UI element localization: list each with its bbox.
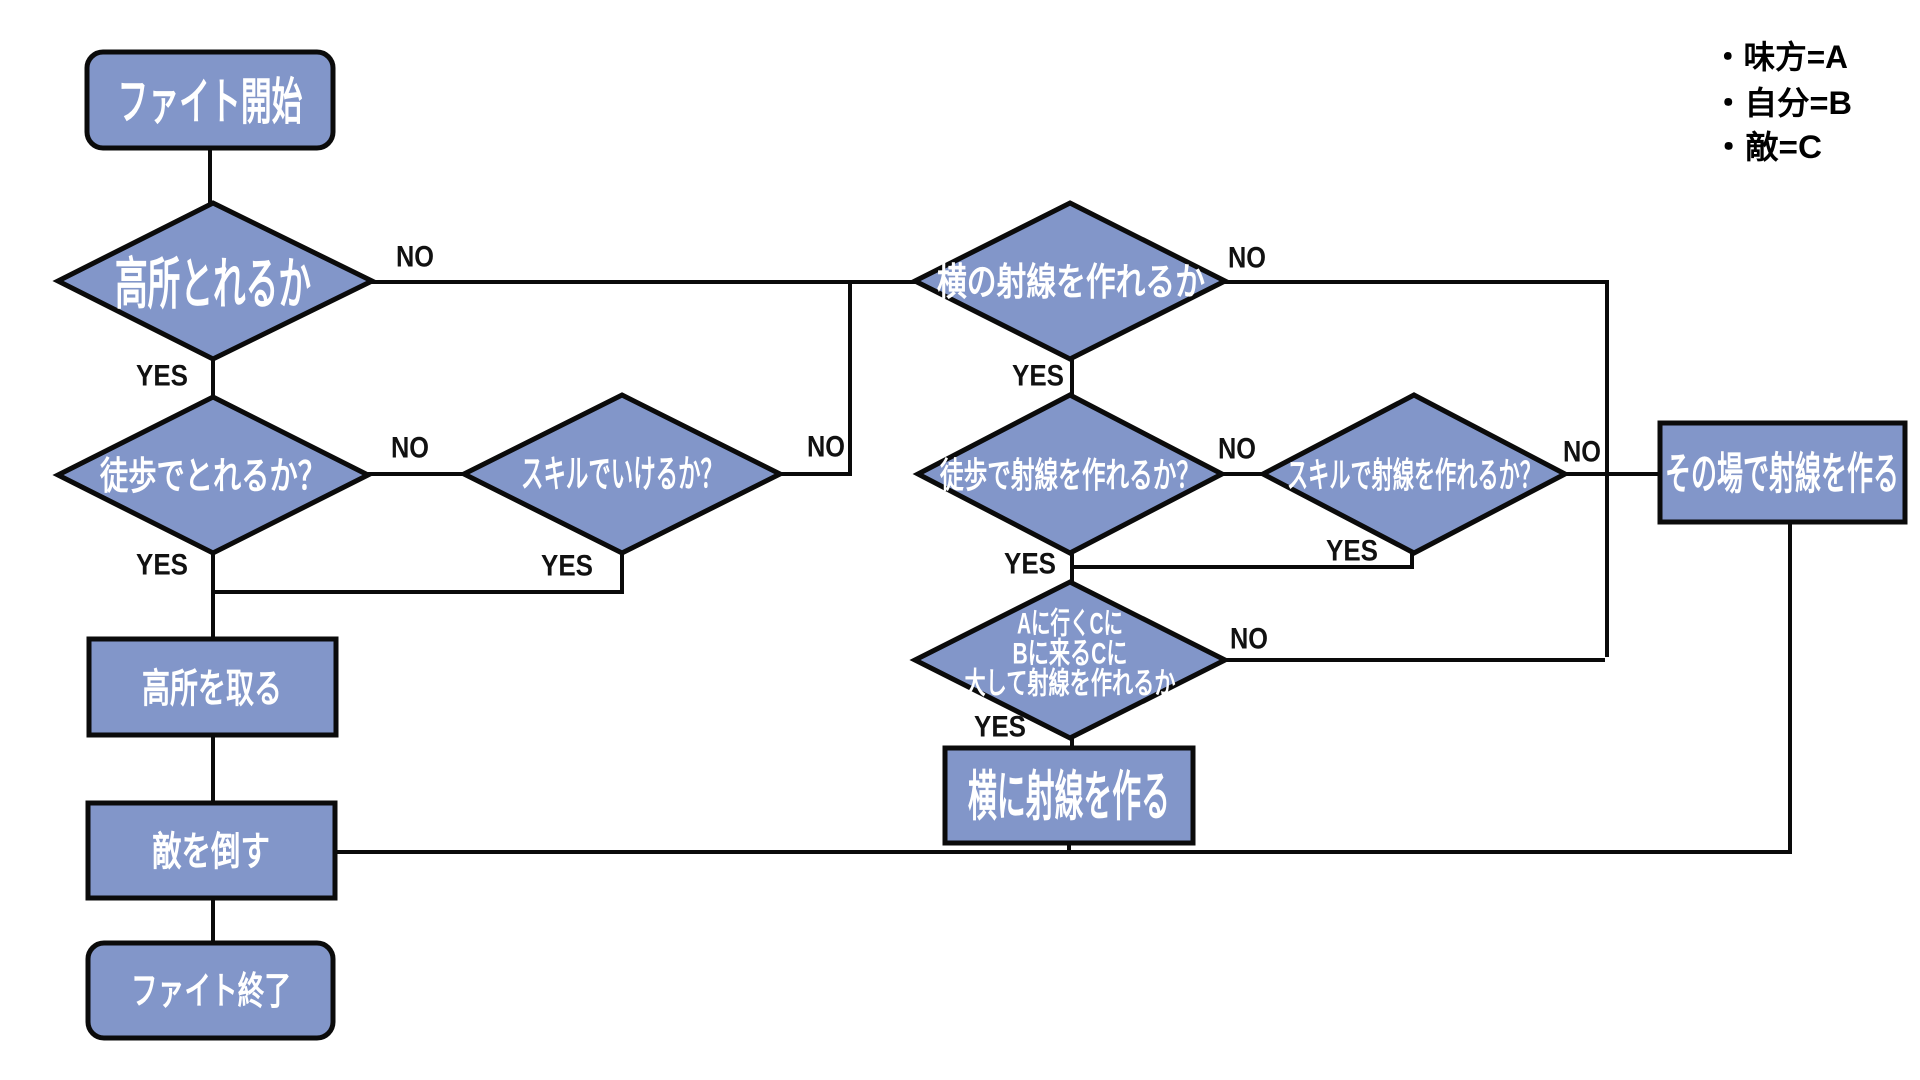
- q-highground-label: 高所とれるか: [115, 253, 311, 316]
- defeat-enemy-label: 敵を倒す: [152, 830, 270, 874]
- node-end: ファイト終了: [85, 940, 336, 1041]
- edge-label-no-side-onfoot: NO: [1218, 433, 1256, 466]
- edge-labels: NO YES NO NO YES YES YES NO NO YES NO YE…: [136, 241, 1601, 744]
- connectors: [208, 148, 1792, 944]
- node-q-side-lof-onfoot: 徒歩で射線を作れるか？: [912, 392, 1228, 556]
- make-side-lof-box: [942, 745, 1196, 846]
- edge-label-yes-highground: YES: [136, 360, 188, 393]
- q-cross-lof-label-line2: Bに来るCに: [1013, 638, 1128, 671]
- edge-label-yes-skill: YES: [541, 550, 593, 583]
- edge-label-no-onfoot: NO: [391, 432, 429, 465]
- q-side-lof-skill-diamond: [1257, 392, 1571, 556]
- q-highground-onfoot-diamond: [52, 394, 374, 556]
- q-side-lof-skill-label: スキルで射線を作れるか？: [1287, 457, 1541, 496]
- edge-label-no-skill: NO: [807, 431, 845, 464]
- node-q-side-lof: 横の射線を作れるか: [909, 200, 1231, 362]
- node-make-side-lof: 横に射線を作る: [942, 745, 1196, 846]
- connector-skill-no-up: [779, 284, 852, 476]
- legend-item-enemy: ・敵=C: [1712, 129, 1822, 165]
- edge-label-yes-side-skill: YES: [1326, 535, 1378, 568]
- legend-item-self: ・自分=B: [1712, 85, 1852, 121]
- q-cross-lof-diamond: [909, 579, 1231, 741]
- q-highground-diamond: [52, 200, 378, 362]
- start-terminator-shape: [84, 49, 336, 151]
- q-side-lof-diamond: [909, 200, 1231, 362]
- edge-label-no-side-skill: NO: [1563, 436, 1601, 469]
- make-lof-onspot-label: その場で射線を作る: [1665, 450, 1899, 499]
- q-highground-onfoot-label: 徒歩でとれるか？: [99, 456, 326, 498]
- node-make-lof-onspot: その場で射線を作る: [1657, 420, 1908, 525]
- q-side-lof-onfoot-diamond: [912, 392, 1228, 556]
- node-q-highground-onfoot: 徒歩でとれるか？: [52, 394, 374, 556]
- start-label: ファイト開始: [118, 74, 303, 130]
- make-lof-onspot-box: [1657, 420, 1908, 525]
- node-q-side-lof-skill: スキルで射線を作れるか？: [1257, 392, 1571, 556]
- q-side-lof-onfoot-label: 徒歩で射線を作れるか？: [939, 457, 1200, 496]
- node-q-highground: 高所とれるか: [52, 200, 378, 362]
- end-label: ファイト終了: [131, 971, 291, 1013]
- make-side-lof-label: 横に射線を作る: [968, 767, 1170, 827]
- connector-sidelof-no-right-down: [1224, 280, 1609, 657]
- connector-sideskill-yes-return: [1074, 552, 1414, 569]
- edge-label-yes-side-onfoot: YES: [1004, 548, 1056, 581]
- edge-label-no-highground: NO: [396, 241, 434, 274]
- q-highground-skill-diamond: [458, 392, 786, 556]
- node-start: ファイト開始: [84, 49, 336, 151]
- nodes: ファイト開始 高所とれるか 徒歩でとれるか？ スキルでいけるか？ 高所を取る 敵…: [52, 49, 1908, 1041]
- legend-item-ally: ・味方=A: [1712, 39, 1848, 75]
- edge-label-no-side-lof: NO: [1228, 242, 1266, 275]
- legend: ・味方=A ・自分=B ・敵=C: [1712, 39, 1852, 165]
- q-side-lof-label: 横の射線を作れるか: [937, 262, 1205, 304]
- q-cross-lof-label-line1: Aに行くCに: [1017, 608, 1123, 641]
- node-take-highground: 高所を取る: [86, 636, 339, 738]
- defeat-enemy-box: [85, 800, 338, 901]
- edge-label-yes-cross: YES: [974, 711, 1026, 744]
- edge-label-yes-onfoot: YES: [136, 549, 188, 582]
- take-highground-box: [86, 636, 339, 738]
- end-terminator-shape: [85, 940, 336, 1041]
- q-highground-skill-label: スキルでいけるか？: [521, 454, 723, 496]
- node-q-cross-lof: Aに行くCに Bに来るCに 大して射線を作れるか: [909, 579, 1231, 741]
- connector-skill-yes-return: [215, 552, 624, 594]
- node-q-highground-skill: スキルでいけるか？: [458, 392, 786, 556]
- edge-label-yes-side-lof: YES: [1012, 360, 1064, 393]
- q-cross-lof-label-line3: 大して射線を作れるか: [965, 667, 1176, 701]
- take-highground-label: 高所を取る: [142, 667, 282, 711]
- node-defeat-enemy: 敵を倒す: [85, 800, 338, 901]
- edge-label-no-cross: NO: [1230, 623, 1268, 656]
